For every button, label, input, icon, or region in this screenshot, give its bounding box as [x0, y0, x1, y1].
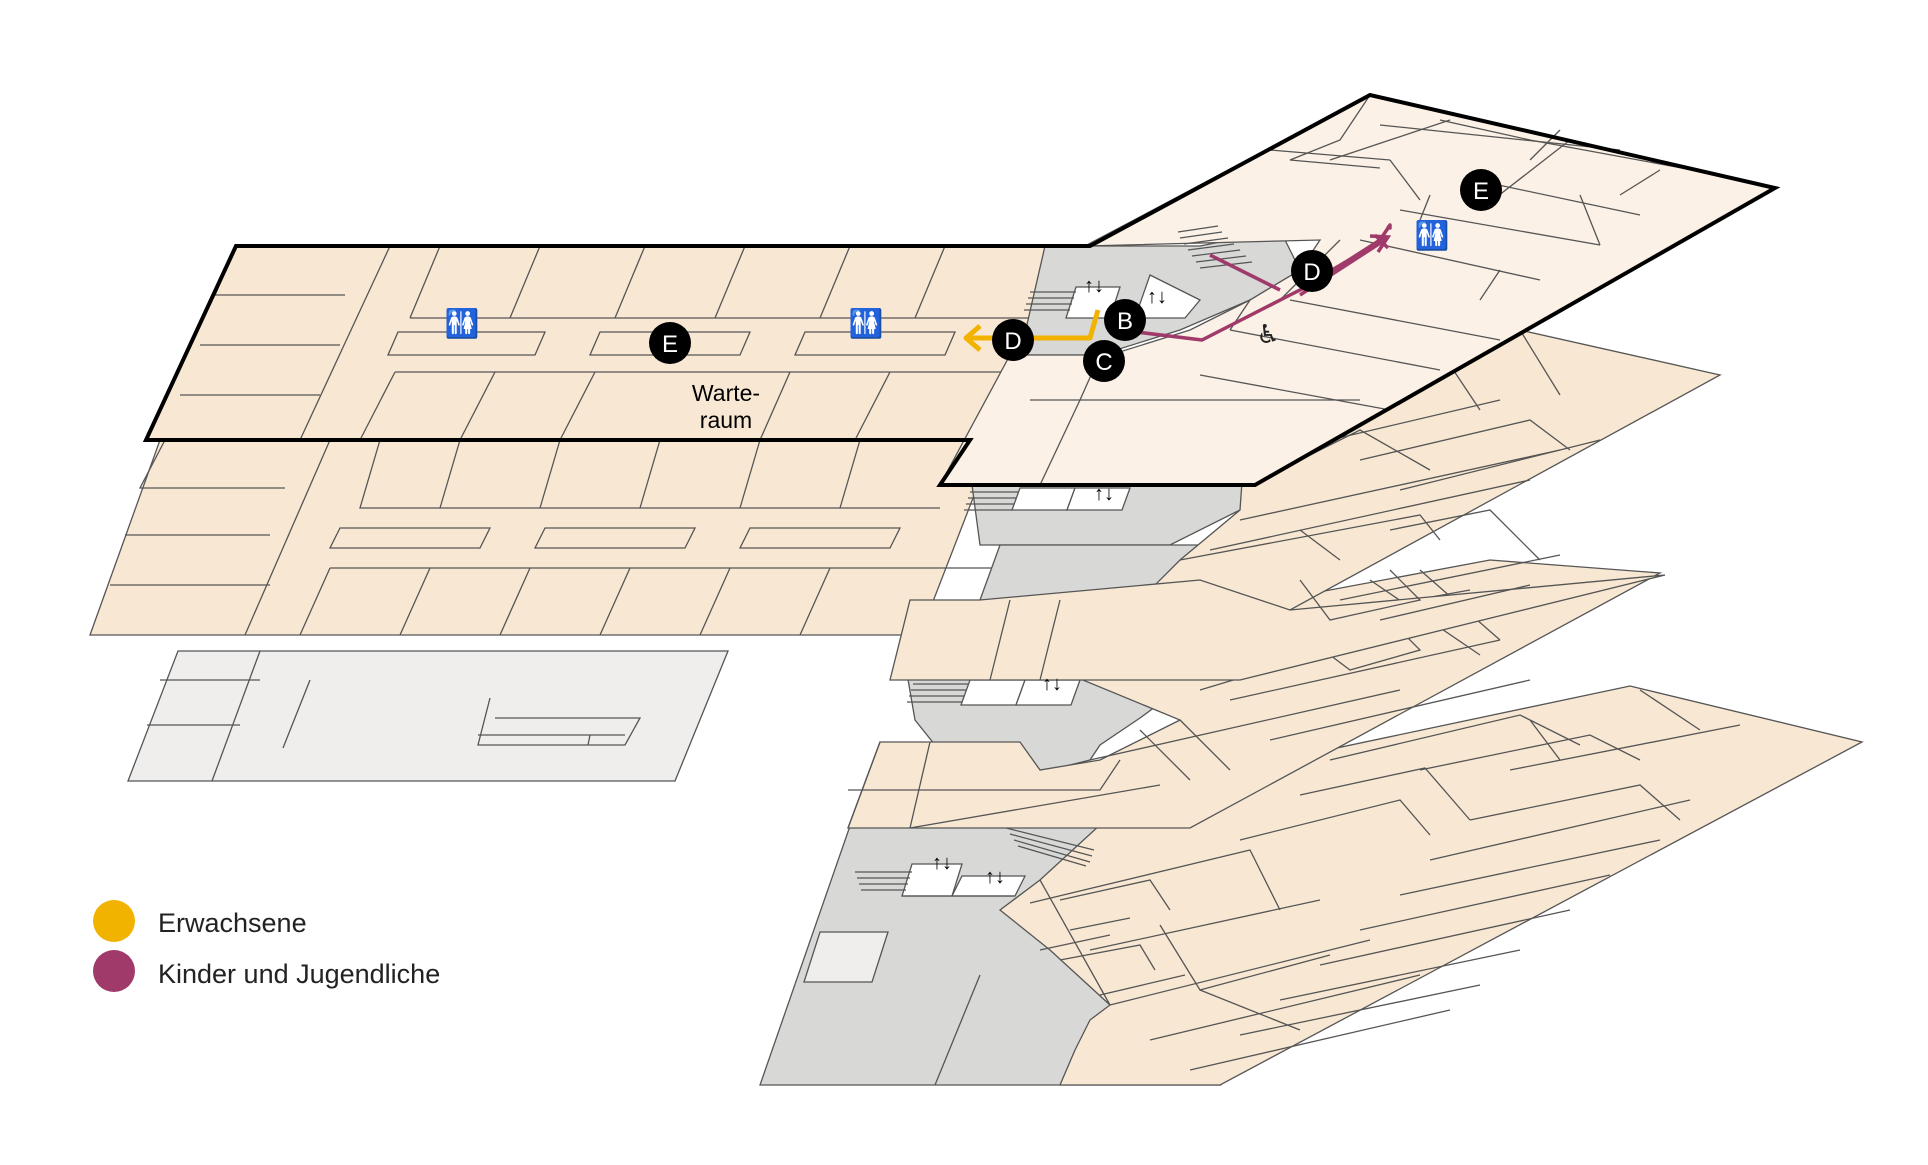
marker-b: B — [1104, 299, 1146, 341]
legend-swatch-adults — [93, 900, 135, 942]
svg-text:↑↓: ↑↓ — [1084, 275, 1104, 297]
waiting-room-label-line2: raum — [700, 407, 752, 433]
marker-d-adult: D — [992, 319, 1034, 361]
stairs-icon — [1024, 225, 1253, 311]
svg-text:↑↓: ↑↓ — [1147, 286, 1167, 308]
stairs-icon — [907, 683, 968, 703]
elevator-arrows-icon: ↑↓ ↑↓ ↑↓ ↑↓ ↑↓ ↑↓ — [932, 275, 1167, 888]
svg-text:↑↓: ↑↓ — [932, 852, 952, 874]
svg-text:C: C — [1095, 349, 1112, 376]
svg-text:🚻: 🚻 — [849, 307, 884, 340]
svg-text:B: B — [1117, 308, 1133, 335]
marker-d-child: D — [1291, 250, 1333, 292]
marker-e-left: E — [649, 322, 691, 364]
svg-text:🚻: 🚻 — [445, 307, 480, 340]
svg-text:↑↓: ↑↓ — [1042, 673, 1062, 695]
svg-text:🚻: 🚻 — [1415, 219, 1450, 252]
active-floor-outline — [142, 92, 1781, 487]
floor-level-top — [144, 94, 1777, 486]
floor-level-1 — [759, 685, 1864, 1086]
stairs-icon — [855, 827, 1095, 891]
svg-text:E: E — [662, 331, 678, 358]
basement-floor — [127, 650, 729, 782]
svg-text:D: D — [1004, 328, 1021, 355]
svg-text:D: D — [1303, 259, 1320, 286]
wheelchair-icon: ♿ — [1256, 319, 1279, 349]
svg-text:↑↓: ↑↓ — [985, 866, 1005, 888]
legend-label-children: Kinder und Jugendliche — [158, 959, 440, 989]
svg-text:E: E — [1473, 178, 1489, 205]
legend-label-adults: Erwachsene — [158, 908, 307, 938]
svg-text:↑↓: ↑↓ — [1094, 483, 1114, 505]
marker-e-right: E — [1460, 169, 1502, 211]
legend: Erwachsene Kinder und Jugendliche — [93, 900, 440, 992]
waiting-room-label-line1: Warte- — [692, 380, 760, 406]
legend-swatch-children — [93, 950, 135, 992]
toilet-icon: 🚻 🚻 🚻 — [445, 219, 1450, 340]
marker-c: C — [1083, 340, 1125, 382]
stairs-icon — [964, 491, 1018, 511]
